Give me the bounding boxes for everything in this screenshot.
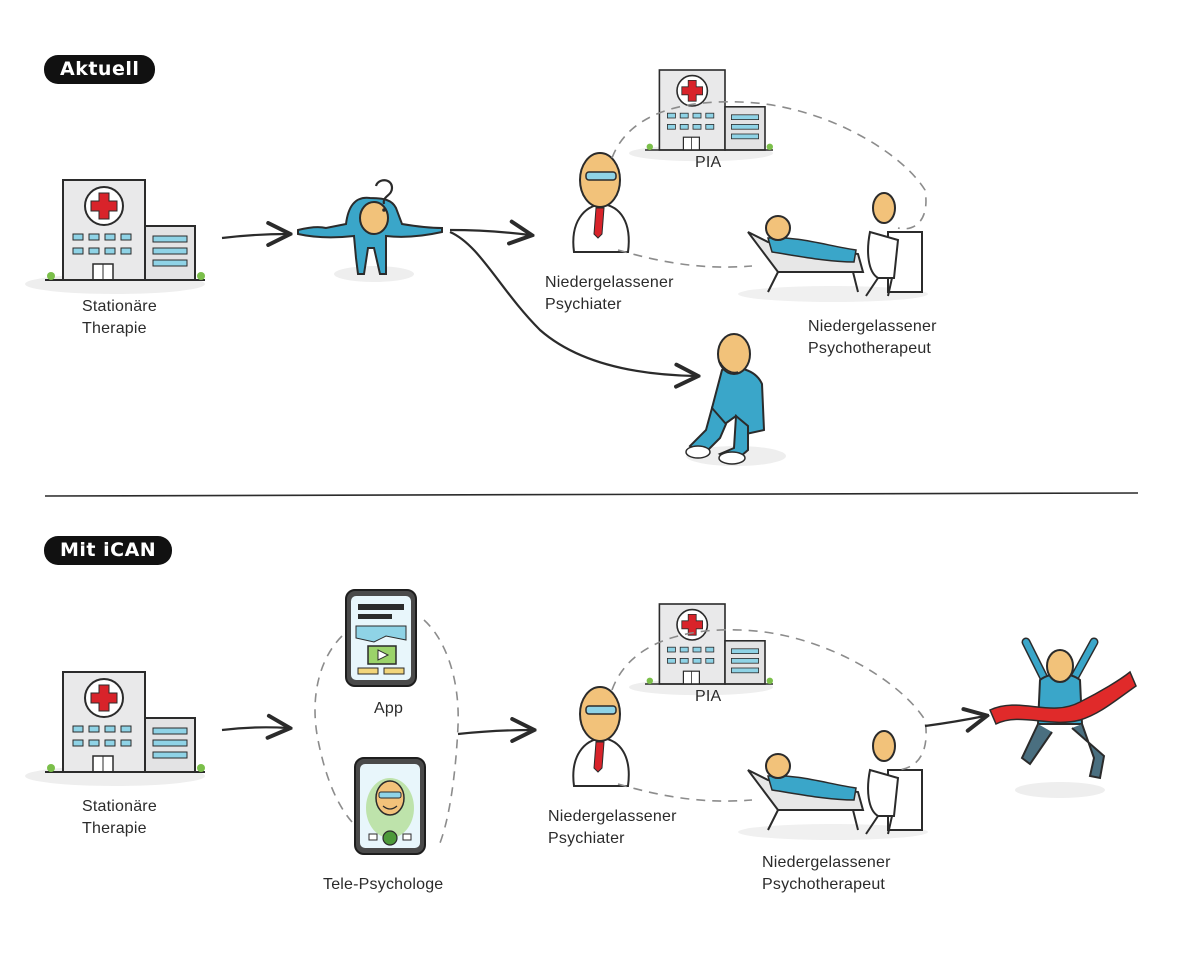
label-pia: PIA (695, 154, 722, 171)
hospital-pia-icon (628, 69, 774, 162)
label-tele-psychologe: Tele-Psychologe (323, 876, 444, 893)
arrow-to-digital (221, 727, 288, 730)
arrow-to-sad-person (449, 230, 696, 376)
hospital-icon (24, 179, 206, 295)
dashed-loop-digital (314, 619, 459, 849)
hospital-icon-2 (24, 671, 206, 787)
label-psychotherapeut: Niedergelassener Psychotherapeut (808, 318, 937, 357)
celebrating-person-icon (989, 637, 1137, 798)
label-psychiater-2: Niedergelassener Psychiater (548, 808, 677, 847)
arrow-to-psychiatrist-bottom (457, 730, 532, 734)
section-badge-ican: Mit iCAN (44, 536, 173, 565)
video-call-phone-icon (354, 757, 426, 855)
therapy-session-icon (737, 192, 929, 303)
psychiatrist-icon-2 (572, 686, 630, 787)
dashed-loop-top (611, 100, 927, 230)
hospital-pia-icon-2 (628, 603, 774, 697)
arrow-to-success (924, 716, 985, 726)
label-pia-2: PIA (695, 688, 722, 705)
smartphone-app-icon (345, 589, 417, 687)
sad-person-icon (685, 333, 786, 466)
dashed-link-top (617, 249, 753, 268)
label-stationaere-therapie: Stationäre Therapie (82, 298, 157, 337)
label-psychotherapeut-2: Niedergelassener Psychotherapeut (762, 854, 891, 893)
psychiatrist-icon (572, 152, 630, 253)
dashed-link-bottom (617, 783, 753, 802)
label-stationaere-therapie-2: Stationäre Therapie (82, 798, 157, 837)
section-badge-current: Aktuell (44, 55, 156, 84)
therapy-session-icon-2 (737, 730, 929, 841)
arrow-to-confused (221, 234, 288, 238)
label-app: App (374, 700, 404, 717)
label-psychiater: Niedergelassener Psychiater (545, 274, 674, 313)
confused-person-icon (297, 179, 443, 282)
arrow-to-psychiatrist-top (449, 230, 530, 235)
dashed-loop-bottom (611, 628, 927, 771)
section-divider (44, 492, 1139, 497)
